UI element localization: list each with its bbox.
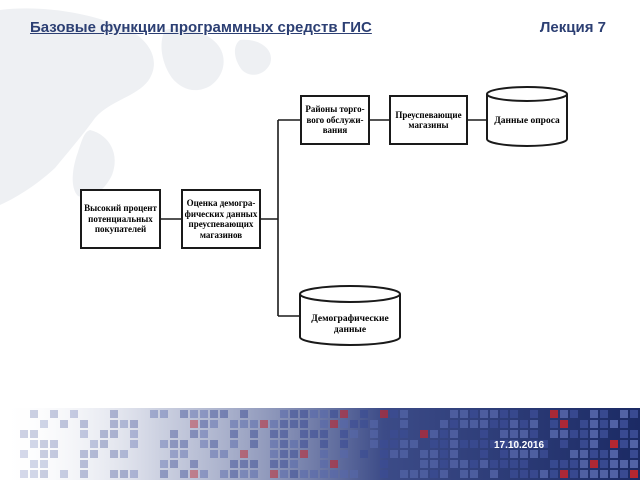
demographic-data-label: Демографические данные — [311, 314, 389, 335]
node-trade-areas: Районы торго- вого обслужи- вания — [300, 95, 370, 145]
slide-title: Базовые функции программных средств ГИС — [30, 19, 372, 36]
demographic-data-cylinder — [299, 285, 401, 346]
survey-data-label: Данные опроса — [494, 115, 560, 126]
node-demographic-assessment: Оценка демогра- фических данных преуспев… — [181, 189, 261, 249]
footer-date: 17.10.2016 — [494, 440, 545, 451]
lecture-number: Лекция 7 — [539, 19, 606, 36]
node-successful-stores: Преуспевающие магазины — [389, 95, 468, 145]
node-high-percent: Высокий процент потенциальных покупателе… — [80, 189, 161, 249]
survey-data-cylinder — [486, 86, 568, 147]
